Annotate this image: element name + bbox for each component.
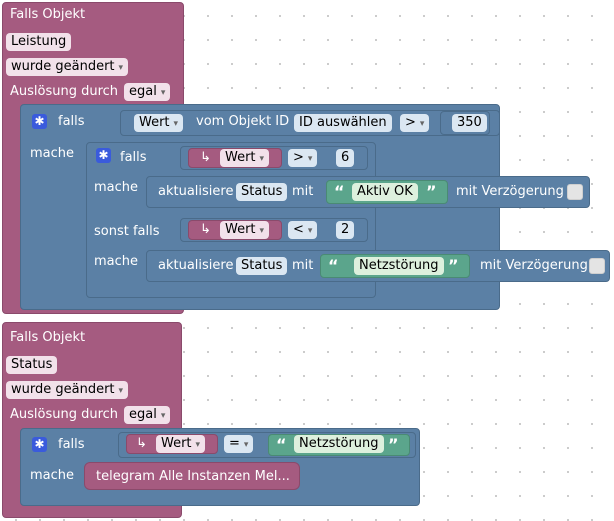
object-name-pill[interactable]: Status	[6, 356, 58, 374]
number-value[interactable]: 350	[452, 114, 487, 132]
do-label: mache	[94, 254, 139, 269]
gear-icon[interactable]: ✱	[32, 437, 47, 452]
operator-dropdown[interactable]: =▾	[224, 435, 254, 453]
quote-icon: ”	[426, 182, 437, 201]
do-label: mache	[94, 180, 139, 195]
elseif-label: sonst falls	[94, 224, 160, 239]
quote-icon: “	[328, 256, 339, 275]
telegram-action-block[interactable]	[84, 462, 300, 490]
dropdown-arrow-icon: ▾	[307, 154, 313, 164]
trigger-type-dropdown[interactable]: wurde geändert▾	[6, 381, 129, 399]
delay-label: mit Verzögerung	[480, 258, 588, 273]
dropdown-arrow-icon: ▾	[118, 63, 124, 73]
dropdown-arrow-icon: ▾	[160, 411, 166, 421]
dropdown-arrow-icon: ▾	[160, 88, 166, 98]
variable-arrow-icon: ↳	[136, 436, 147, 451]
do-label: mache	[30, 468, 75, 483]
trigger-by-label: Auslösung durch	[10, 407, 119, 422]
number-value[interactable]: 2	[336, 221, 355, 239]
dropdown-arrow-icon: ▾	[243, 440, 249, 450]
update-target[interactable]: Status	[236, 257, 288, 275]
if-label: falls	[58, 437, 85, 452]
operator-dropdown[interactable]: >▾	[288, 149, 318, 167]
text-value[interactable]: Netzstörung	[354, 257, 444, 275]
object-id-label: vom Objekt ID	[196, 114, 290, 129]
trigger-by-dropdown[interactable]: egal▾	[124, 83, 171, 101]
telegram-action-text: telegram Alle Instanzen Mel...	[96, 469, 290, 484]
gear-icon[interactable]: ✱	[96, 148, 111, 163]
variable-arrow-icon: ↳	[200, 150, 211, 165]
trigger-by-label: Auslösung durch	[10, 84, 119, 99]
trigger-title: Falls Objekt	[10, 330, 86, 345]
update-target[interactable]: Status	[236, 183, 288, 201]
delay-checkbox[interactable]	[567, 184, 583, 200]
dropdown-arrow-icon: ▾	[195, 440, 201, 450]
object-id-select[interactable]: ID auswählen	[294, 114, 392, 132]
variable-dropdown[interactable]: Wert▾	[220, 221, 270, 239]
variable-dropdown[interactable]: Wert▾	[156, 435, 206, 453]
trigger-by-dropdown[interactable]: egal▾	[124, 406, 171, 424]
dropdown-arrow-icon: ▾	[419, 119, 425, 129]
quote-icon: “	[334, 182, 345, 201]
text-value[interactable]: Aktiv OK	[352, 183, 418, 201]
dropdown-arrow-icon: ▾	[118, 386, 124, 396]
with-label: mit	[292, 258, 314, 273]
trigger-title: Falls Objekt	[10, 7, 86, 22]
quote-icon: ”	[388, 435, 399, 454]
quote-icon: ”	[448, 256, 459, 275]
dropdown-arrow-icon: ▾	[307, 226, 313, 236]
dropdown-arrow-icon: ▾	[173, 119, 179, 129]
if-label: falls	[58, 114, 85, 129]
quote-icon: “	[276, 435, 287, 454]
dropdown-arrow-icon: ▾	[259, 226, 265, 236]
text-value[interactable]: Netzstörung	[294, 435, 384, 453]
variable-arrow-icon: ↳	[200, 222, 211, 237]
with-label: mit	[292, 184, 314, 199]
trigger-type-dropdown[interactable]: wurde geändert▾	[6, 58, 129, 76]
update-verb: aktualisiere	[158, 258, 234, 273]
gear-icon[interactable]: ✱	[32, 114, 47, 129]
if-label: falls	[120, 150, 147, 165]
operator-dropdown[interactable]: >▾	[400, 114, 430, 132]
value-field-dropdown[interactable]: Wert▾	[134, 114, 184, 132]
update-verb: aktualisiere	[158, 184, 234, 199]
delay-checkbox[interactable]	[589, 258, 605, 274]
object-name-pill[interactable]: Leistung	[6, 33, 72, 51]
number-value[interactable]: 6	[336, 149, 355, 167]
operator-dropdown[interactable]: <▾	[288, 221, 318, 239]
do-label: mache	[30, 146, 75, 161]
variable-dropdown[interactable]: Wert▾	[220, 149, 270, 167]
dropdown-arrow-icon: ▾	[259, 154, 265, 164]
delay-label: mit Verzögerung	[456, 184, 564, 199]
